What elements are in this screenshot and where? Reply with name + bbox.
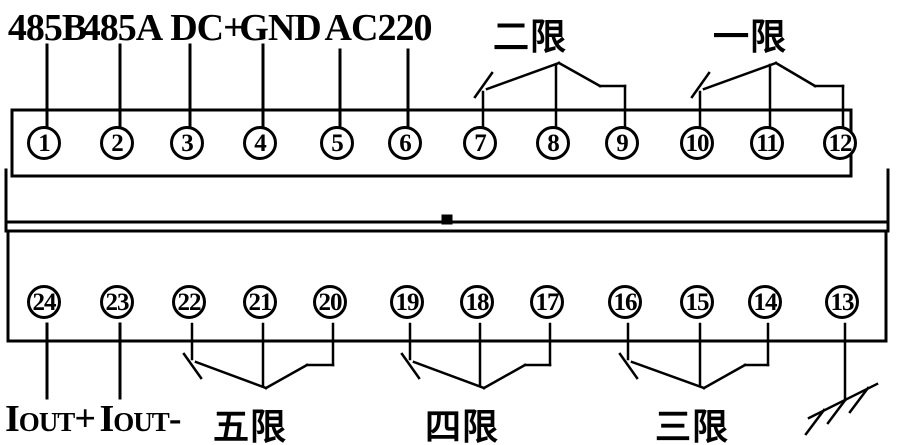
label-485b: 485B <box>7 7 87 49</box>
label-gnd: GND <box>239 7 321 49</box>
label-limit-3: 三限 <box>654 406 730 445</box>
relay-contact-limit2-icon <box>473 61 627 128</box>
terminal-7: 7 <box>463 126 497 160</box>
terminal-15: 15 <box>680 285 714 319</box>
terminal-20: 20 <box>313 285 347 319</box>
terminal-2: 2 <box>100 126 134 160</box>
chassis-midline <box>4 168 890 233</box>
terminal-23: 23 <box>100 285 134 319</box>
terminal-19: 19 <box>390 285 424 319</box>
relay-contact-limit5-icon <box>182 322 335 390</box>
terminal-18: 18 <box>460 285 494 319</box>
terminal-21: 21 <box>243 285 277 319</box>
terminal-3: 3 <box>170 126 204 160</box>
relay-contact-limit1-icon <box>690 61 845 128</box>
label-limit-4: 四限 <box>424 406 500 445</box>
top-signal-wires <box>45 43 410 128</box>
label-limit-1: 一限 <box>712 16 788 57</box>
terminal-1: 1 <box>27 126 61 160</box>
label-485a: 485A <box>81 7 163 49</box>
label-ac220: AC220 <box>324 7 433 49</box>
terminal-24: 24 <box>27 285 61 319</box>
label-dc-plus: DC+ <box>170 7 245 49</box>
terminal-22: 22 <box>172 285 206 319</box>
terminal-14: 14 <box>748 285 782 319</box>
label-limit-2: 二限 <box>492 16 568 57</box>
terminal-10: 10 <box>680 126 714 160</box>
earth-ground-icon <box>804 322 879 436</box>
terminal-13: 13 <box>825 285 859 319</box>
terminal-11: 11 <box>750 126 784 160</box>
analog-output-wires <box>45 322 122 400</box>
terminal-8: 8 <box>536 126 570 160</box>
terminal-16: 16 <box>608 285 642 319</box>
terminal-6: 6 <box>388 126 422 160</box>
label-iout-minus: Iout- <box>99 398 182 440</box>
terminal-4: 4 <box>243 126 277 160</box>
terminal-block-top-outline <box>10 108 853 178</box>
label-limit-5: 五限 <box>212 406 288 445</box>
terminal-block-bottom-outline <box>6 229 888 343</box>
terminal-12: 12 <box>823 126 857 160</box>
label-iout-plus: Iout+ <box>5 398 96 440</box>
terminal-5: 5 <box>320 126 354 160</box>
terminal-9: 9 <box>605 126 639 160</box>
relay-contact-limit4-icon <box>400 322 552 390</box>
relay-contact-limit3-icon <box>618 322 770 390</box>
terminal-17: 17 <box>530 285 564 319</box>
